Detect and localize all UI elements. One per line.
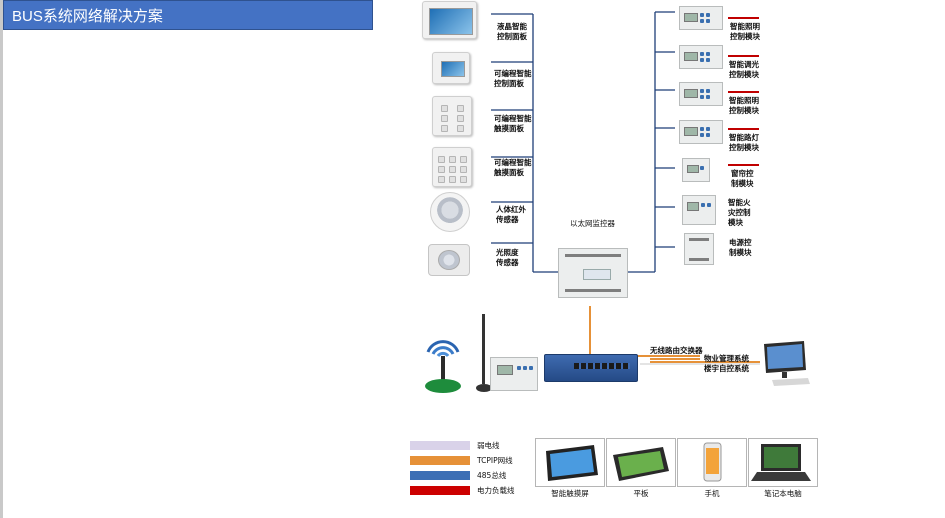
tablet-box	[606, 438, 676, 487]
terminal-label: 智能触摸屏	[551, 489, 589, 498]
phone-box	[677, 438, 747, 487]
terminal-label: 手机	[704, 489, 720, 498]
laptop-box	[748, 438, 818, 487]
panel-screen	[441, 61, 465, 77]
lcd-smart-control-panel	[422, 1, 477, 39]
pir-sensor	[430, 192, 470, 232]
legend-swatch-tcpip	[410, 456, 470, 465]
left-device-label: 可编程智能 触摸面板	[494, 114, 532, 133]
right-module-label: 智能路灯 控制模块	[729, 133, 759, 152]
legend-label: TCPIP网线	[477, 456, 513, 465]
programmable-touch-panel-2	[432, 147, 472, 187]
wireless-signal-icon	[425, 340, 461, 393]
right-module-label: 窗帘控 制模块	[731, 169, 754, 188]
antenna-icon	[474, 312, 494, 394]
power-load-line	[728, 164, 759, 166]
tcpip-lines	[589, 306, 760, 363]
phone-icon	[703, 442, 722, 482]
legend-swatch-power	[410, 486, 470, 495]
legend-swatch-weak-current	[410, 441, 470, 450]
power-load-line	[728, 128, 759, 130]
left-device-label: 液晶智能 控制面板	[497, 22, 527, 41]
network-switch	[544, 354, 638, 384]
page-title: BUS系统网络解决方案	[12, 8, 163, 25]
light-sensor	[424, 238, 472, 276]
left-device-label: 人体红外 传感器	[496, 205, 526, 224]
lighting-control-module-2	[679, 82, 723, 106]
right-module-label: 智能调光 控制模块	[729, 60, 759, 79]
tablet-icon	[613, 447, 669, 481]
legend-swatch-485	[410, 471, 470, 480]
desktop-computer-icon	[760, 340, 812, 388]
curtain-control-module	[682, 158, 710, 182]
programmable-control-panel	[432, 52, 470, 84]
bus-lines	[491, 11, 675, 273]
legend-label: 弱电线	[477, 441, 500, 450]
terminal-label: 笔记本电脑	[764, 489, 802, 498]
title-bar: BUS系统网络解决方案	[3, 0, 373, 30]
system1-label: 物业管理系统	[704, 354, 749, 363]
power-load-line	[728, 91, 759, 93]
dimming-control-module	[679, 45, 723, 69]
lighting-control-module	[679, 6, 723, 30]
right-module-label: 智能照明 控制模块	[729, 96, 759, 115]
left-device-label: 可编程智能 触摸面板	[494, 158, 532, 177]
laptop-icon	[751, 444, 811, 481]
right-module-label: 电源控 制模块	[729, 238, 752, 257]
fire-control-module	[682, 195, 716, 225]
controller-label: 以太网监控器	[570, 219, 615, 228]
legend-label: 电力负载线	[477, 486, 515, 495]
antenna-mast-icon	[476, 314, 492, 392]
lcd-screen	[429, 8, 473, 35]
wireless-antenna-icon	[420, 330, 466, 394]
right-module-label: 智能火 灾控制 模块	[728, 198, 751, 227]
monitor-icon	[764, 341, 810, 386]
touch-screen-icon	[546, 445, 598, 481]
power-control-module	[684, 233, 714, 265]
power-load-line	[728, 17, 759, 19]
left-device-label: 可编程智能 控制面板	[494, 69, 532, 88]
touch-screen-box	[535, 438, 605, 487]
router-label: 无线路由交换器	[650, 346, 703, 355]
streetlight-control-module	[679, 120, 723, 144]
left-edge-bar	[0, 0, 3, 518]
terminal-label: 平板	[633, 489, 649, 498]
left-device-label: 光照度 传感器	[496, 248, 519, 267]
power-load-line	[728, 55, 759, 57]
ethernet-monitor-controller	[558, 248, 628, 298]
system2-label: 楼宇自控系统	[704, 364, 749, 373]
legend-label: 485总线	[477, 471, 507, 480]
programmable-touch-panel-1	[432, 96, 472, 136]
right-module-label: 智能照明 控制模块	[730, 22, 760, 41]
gateway-module	[490, 357, 538, 391]
